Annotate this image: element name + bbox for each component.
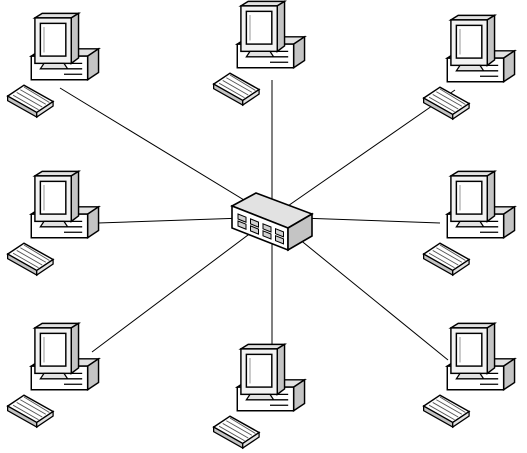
- pc-top-left-desktop-computer-icon: [6, 12, 100, 118]
- pc-middle-left-desktop-computer-icon: [6, 170, 100, 276]
- switch-port: [275, 227, 284, 238]
- network-switch-icon: [230, 192, 314, 252]
- link-pc-top-right: [271, 89, 456, 218]
- pc-top-right-desktop-computer-icon: [422, 14, 516, 120]
- pc-bottom-left-desktop-computer-icon: [6, 322, 100, 428]
- switch-port: [262, 223, 272, 233]
- pc-bottom-center-desktop-computer-icon: [212, 343, 306, 449]
- switch-port: [250, 225, 259, 235]
- link-pc-top-left: [59, 87, 273, 218]
- switch-port: [237, 213, 247, 223]
- pc-bottom-right-desktop-computer-icon: [422, 322, 516, 428]
- switch-port: [262, 230, 272, 240]
- pc-top-center-desktop-computer-icon: [212, 0, 306, 106]
- switch-port: [237, 220, 247, 230]
- switch-port: [275, 234, 284, 245]
- link-pc-bottom-left: [91, 216, 273, 353]
- hub-layer: [230, 192, 314, 252]
- switch-port: [250, 218, 259, 228]
